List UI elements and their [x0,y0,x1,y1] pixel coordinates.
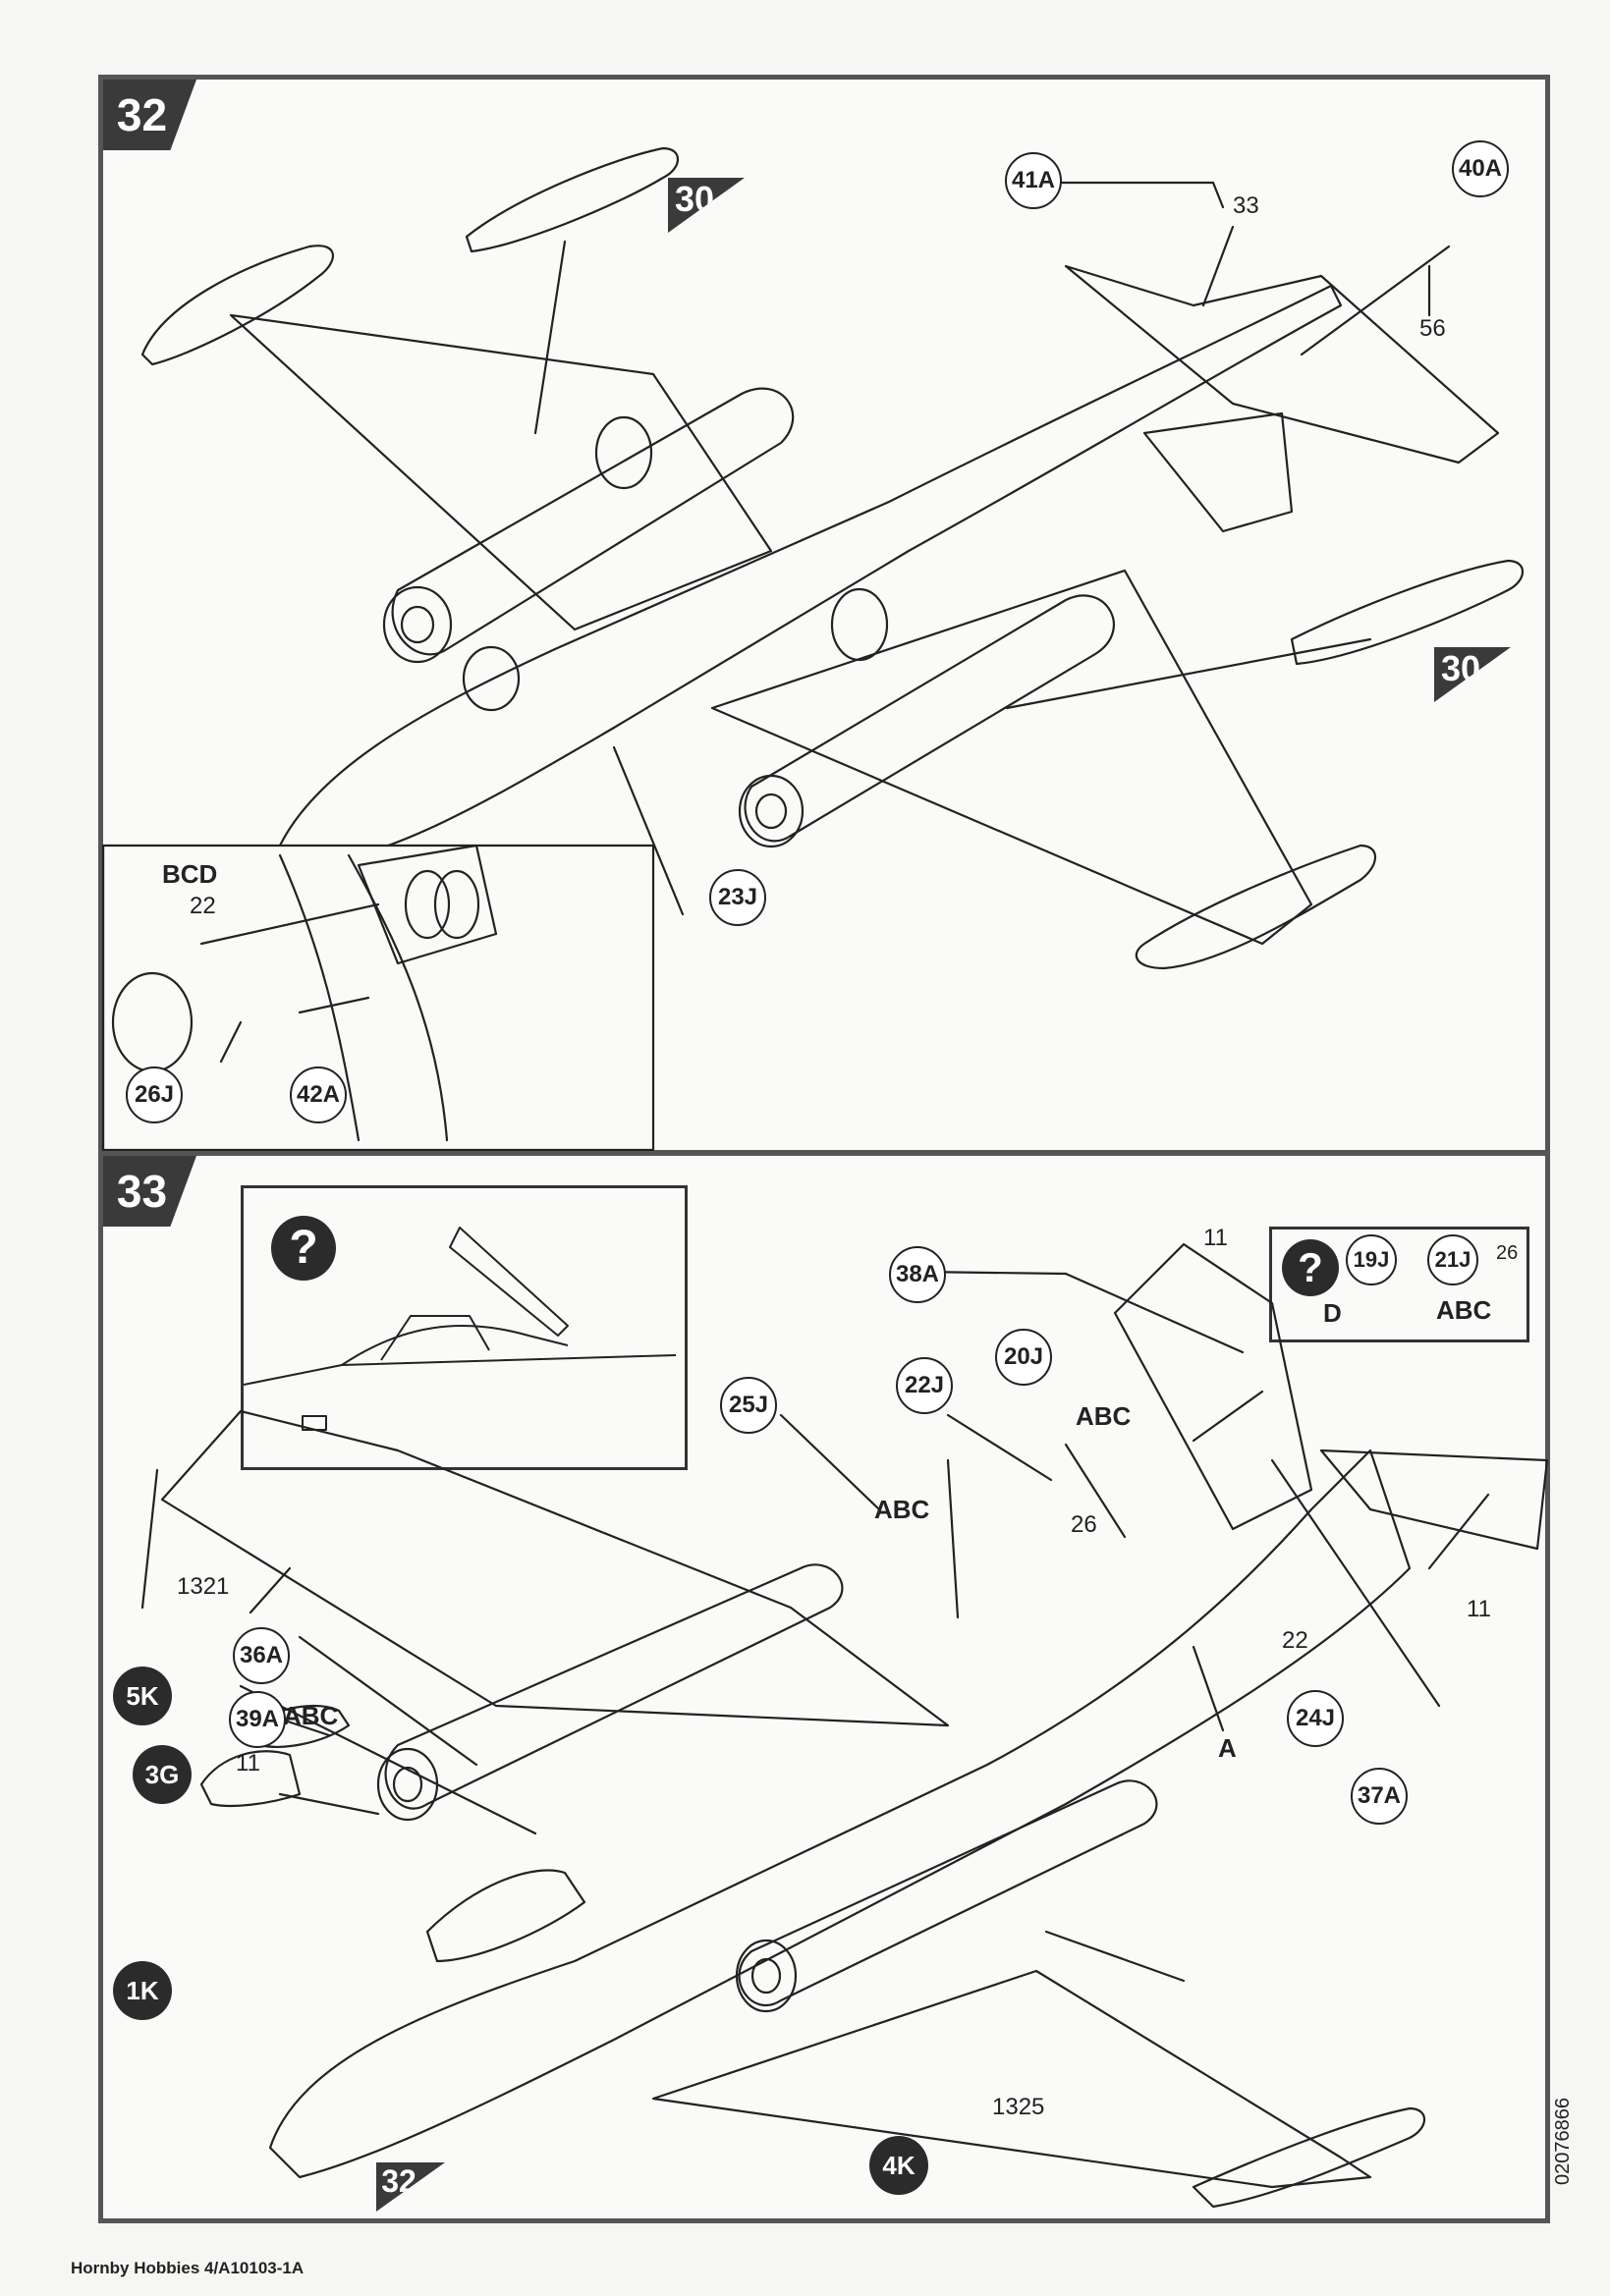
step-33-panel: 33 ? ? [98,1151,1550,2223]
label-abc-cockpit: ABC [283,1701,339,1730]
step-33-badge: 33 [103,1156,196,1227]
decal-number-1325: 1325 [992,2094,1045,2120]
callout-24J: 24J [1287,1690,1344,1747]
callout-25J: 25J [720,1377,777,1434]
callout-23J: 23J [709,869,766,926]
decal-number-1321: 1321 [177,1573,230,1600]
callout-1K: 1K [113,1961,172,2020]
callout-26J: 26J [126,1066,183,1123]
callout-5K: 5K [113,1667,172,1725]
callout-3G: 3G [133,1745,192,1804]
callout-21J: 21J [1427,1234,1478,1285]
part-number-11-left: 11 [236,1750,260,1777]
inset-decal-number: 22 [190,893,216,919]
label-a: A [1218,1733,1237,1763]
optional-help-icon: ? [271,1216,336,1281]
step-32-aircraft-drawing [101,146,1525,1152]
part-number-26-nose: 26 [1071,1511,1097,1538]
callout-41A: 41A [1005,152,1062,209]
step-32-badge: 32 [103,80,196,150]
inset-decal-label: BCD [162,859,218,889]
part-number-11-top: 11 [1203,1225,1228,1251]
callout-38A: 38A [889,1246,946,1303]
callout-37A: 37A [1351,1768,1408,1825]
nose-cone-options-inset: ? [1269,1227,1529,1342]
options-help-icon: ? [1282,1239,1339,1296]
part-number-22: 22 [1282,1627,1308,1654]
callout-42A: 42A [290,1066,347,1123]
callout-4K: 4K [869,2136,928,2195]
callout-19J: 19J [1346,1234,1397,1285]
step-32-panel: 32 [98,75,1550,1155]
callout-40A: 40A [1452,140,1509,197]
footer-code: 02076866 [1552,2098,1574,2185]
canopy-open-inset: ? [241,1185,688,1470]
part-number-33: 33 [1233,192,1259,219]
label-abc-nose: ABC [1076,1401,1132,1431]
part-number-26-inset: 26 [1496,1242,1519,1264]
callout-39A: 39A [229,1691,286,1748]
part-number-11-right: 11 [1467,1596,1491,1622]
part-number-56: 56 [1419,315,1446,342]
label-abc-antenna: ABC [874,1495,930,1524]
label-d: D [1323,1298,1342,1328]
callout-20J: 20J [995,1329,1052,1386]
label-abc-inset: ABC [1436,1295,1492,1325]
callout-22J: 22J [896,1357,953,1414]
callout-36A: 36A [233,1627,290,1684]
footer-publisher: Hornby Hobbies 4/A10103-1A [71,2259,305,2277]
